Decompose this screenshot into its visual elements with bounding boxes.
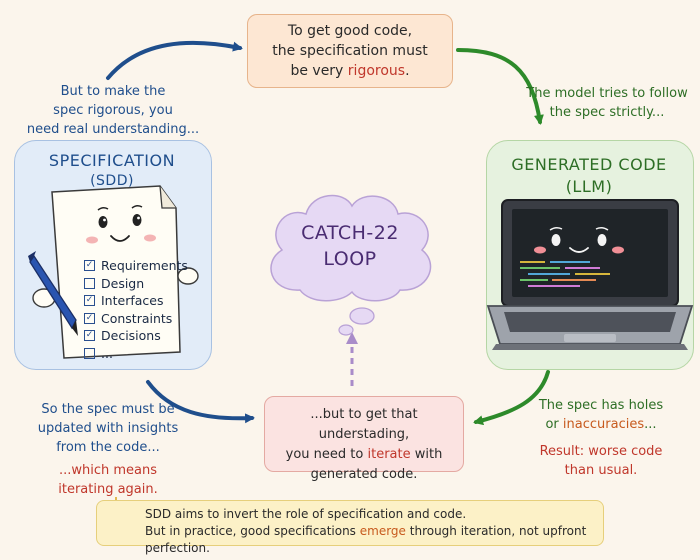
note-bottom-left: So the spec must be updated with insight… (8, 400, 208, 499)
note-bottom-left-line-1: So the spec must be (41, 402, 175, 417)
checklist-item: ✓Decisions (84, 328, 161, 343)
iterate-highlight: iterate (367, 447, 411, 462)
note-bottom-right-red-1: Result: worse code (539, 444, 663, 459)
specification-subtitle: (SDD) (90, 173, 134, 189)
bottom-line-3: generated code. (310, 467, 418, 482)
footer-line-1: SDD aims to invert the role of specifica… (145, 507, 467, 521)
arrow-top-to-code (456, 48, 544, 125)
cloud-line-2: LOOP (323, 248, 377, 270)
note-top-left: But to make the spec rigorous, you need … (8, 82, 218, 139)
checkbox-checked-icon: ✓ (84, 260, 95, 272)
note-top-left-line-1: But to make the (60, 84, 166, 99)
checklist-item: Design (84, 275, 188, 293)
note-bottom-right: The spec has holes or inaccuracies... Re… (506, 396, 696, 480)
note-top-left-line-3: need real understanding... (26, 122, 200, 137)
top-statement-box: To get good code, the specification must… (247, 14, 453, 88)
cloud-line-1: CATCH-22 (301, 222, 399, 244)
note-bottom-left-red-1: ...which means (58, 463, 158, 478)
note-top-right-line-2: the spec strictly... (549, 105, 665, 120)
checkbox-checked-icon: ✓ (84, 295, 95, 307)
bottom-line-2: you need to iterate with (285, 447, 443, 462)
bottom-line-1: ...but to get that understading, (310, 407, 418, 442)
top-line-3: be very rigorous. (290, 63, 410, 79)
generated-code-subtitle: (LLM) (565, 177, 613, 196)
thought-cloud (270, 194, 432, 336)
note-bottom-right-line-2: or inaccuracies... (545, 417, 657, 432)
note-top-right-line-1: The model tries to follow (526, 86, 688, 101)
catch-22-label: CATCH-22 LOOP (294, 220, 406, 272)
footer-line-2: But in practice, good specifications eme… (145, 524, 587, 555)
note-bottom-left-red-2: iterating again. (58, 482, 158, 497)
note-bottom-left-line-2: updated with insights (37, 421, 179, 436)
checkbox-empty-icon (84, 347, 95, 359)
note-top-left-line-2: spec rigorous, you (53, 103, 173, 118)
checkbox-checked-icon: ✓ (84, 312, 95, 324)
note-bottom-right-red-2: than usual. (564, 463, 638, 478)
spec-checklist: ✓Requirements Design ✓Interfaces ✓Constr… (84, 257, 188, 362)
checkbox-checked-icon: ✓ (84, 330, 95, 342)
checklist-item: ... (84, 345, 188, 363)
checklist-item: ✓Requirements (84, 258, 188, 273)
arrow-spec-to-bottom (146, 380, 255, 424)
note-bottom-left-line-3: from the code... (56, 440, 160, 455)
generated-code-title: GENERATED CODE (511, 155, 667, 174)
specification-title: SPECIFICATION (48, 151, 176, 170)
inaccuracies-highlight: inaccuracies (562, 417, 645, 432)
footer-insight-box: SDD aims to invert the role of specifica… (96, 500, 604, 555)
rigorous-highlight: rigorous (347, 63, 406, 79)
note-bottom-right-line-1: The spec has holes (538, 398, 664, 413)
checklist-item: ✓Constraints (84, 310, 173, 326)
arrow-code-to-bottom (473, 370, 550, 426)
bottom-statement-box: ...but to get that understading, you nee… (264, 396, 464, 482)
checkbox-empty-icon (84, 277, 95, 289)
laptop-character (486, 199, 694, 350)
note-top-right: The model tries to follow the spec stric… (520, 84, 694, 122)
emerge-highlight: emerge (359, 524, 406, 538)
checklist-item: ✓Interfaces (84, 293, 164, 308)
top-line-2: the specification must (272, 43, 428, 59)
arrow-spec-to-top (106, 40, 243, 80)
top-line-1: To get good code, (287, 23, 413, 39)
